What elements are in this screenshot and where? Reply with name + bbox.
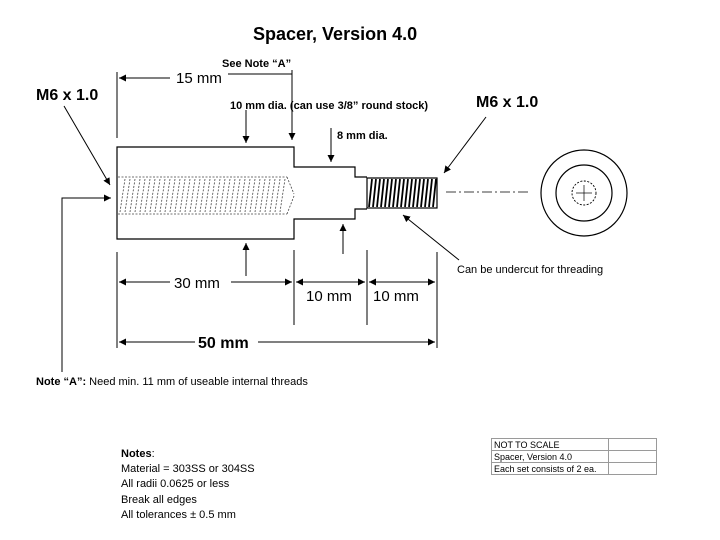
hatch-line xyxy=(119,178,126,213)
hatch-line xyxy=(254,178,261,213)
dim-10b-label: 10 mm xyxy=(373,288,419,305)
dimension-lines xyxy=(119,73,435,346)
title-block-cell-empty xyxy=(608,450,657,463)
note-a: Note “A”: Need min. 11 mm of useable int… xyxy=(36,377,308,388)
dim-8-dia-label: 8 mm dia. xyxy=(337,130,388,142)
hatch-line xyxy=(224,178,231,213)
thread-line xyxy=(388,178,393,208)
thread-line xyxy=(412,178,417,208)
undercut-note: Can be undercut for threading xyxy=(457,264,604,276)
hatch-line xyxy=(219,178,226,213)
hatch-line xyxy=(229,178,236,213)
hatch-line xyxy=(174,178,181,213)
hatch-line xyxy=(234,178,241,213)
hatch-line xyxy=(149,178,156,213)
notes-line: Break all edges xyxy=(121,493,197,506)
notes-heading-colon: : xyxy=(151,448,155,460)
title-block-cell-empty xyxy=(608,462,657,475)
hatch-line xyxy=(164,178,171,213)
thread-line xyxy=(432,178,437,208)
hatch-line xyxy=(279,178,286,213)
thread-line xyxy=(404,178,409,208)
hatch-line xyxy=(194,178,201,213)
hatch-line xyxy=(189,178,196,213)
hatch-line xyxy=(139,178,146,213)
thread-label-left: M6 x 1.0 xyxy=(36,87,99,104)
see-note-label: See Note “A” xyxy=(222,58,292,70)
extension-lines xyxy=(116,72,438,348)
hatch-line xyxy=(184,178,191,213)
hatch-line xyxy=(134,178,141,213)
hatch-line xyxy=(169,178,176,213)
title-block-row: NOT TO SCALE xyxy=(491,438,657,451)
title-block-row: Each set consists of 2 ea. xyxy=(491,462,657,475)
external-thread xyxy=(366,177,438,209)
thread-line xyxy=(372,178,377,208)
thread-line xyxy=(420,178,425,208)
title-block-row: Spacer, Version 4.0 xyxy=(491,450,657,463)
hatch-line xyxy=(179,178,186,213)
dim-30-label: 30 mm xyxy=(174,275,220,292)
leader-arrows xyxy=(61,70,487,372)
thread-line xyxy=(384,178,389,208)
thread-line xyxy=(416,178,421,208)
internal-thread-hatch xyxy=(118,176,295,215)
hatch-line xyxy=(129,178,136,213)
hatch-line xyxy=(264,178,271,213)
dim-15-label: 15 mm xyxy=(176,70,222,87)
spacer-body xyxy=(116,146,367,240)
dim-10a-label: 10 mm xyxy=(306,288,352,305)
notes-line: All tolerances ± 0.5 mm xyxy=(121,508,236,521)
notes-line: Material = 303SS or 304SS xyxy=(121,463,255,476)
thread-line xyxy=(424,178,429,208)
thread-line xyxy=(368,178,373,208)
thread-label-right: M6 x 1.0 xyxy=(476,94,539,111)
hatch-line xyxy=(249,178,256,213)
title-block-cell-empty xyxy=(608,438,657,451)
hatch-line xyxy=(209,178,216,213)
hatch-line xyxy=(239,178,246,213)
dim-50-label: 50 mm xyxy=(198,335,249,352)
thread-line xyxy=(380,178,385,208)
thread-line xyxy=(396,178,401,208)
title-block-cell: NOT TO SCALE xyxy=(491,438,609,451)
drawing-title: Spacer, Version 4.0 xyxy=(253,24,418,44)
hatch-line xyxy=(144,178,151,213)
title-block-cell: Spacer, Version 4.0 xyxy=(491,450,609,463)
hatch-line xyxy=(259,178,266,213)
thread-line xyxy=(392,178,397,208)
notes-heading: Notes xyxy=(121,448,152,460)
hatch-line xyxy=(124,178,131,213)
end-view xyxy=(540,149,628,237)
thread-line xyxy=(400,178,405,208)
dim-10-dia-label: 10 mm dia. (can use 3/8” round stock) xyxy=(230,100,429,112)
hatch-line xyxy=(269,178,276,213)
hatch-line xyxy=(204,178,211,213)
notes-line: All radii 0.0625 or less xyxy=(121,478,230,491)
thread-line xyxy=(408,178,413,208)
note-a-text: Need min. 11 mm of useable internal thre… xyxy=(86,376,308,388)
thread-line xyxy=(428,178,433,208)
general-notes: Notes: Material = 303SS or 304SS All rad… xyxy=(121,447,255,523)
hatch-line xyxy=(159,178,166,213)
thread-line xyxy=(376,178,381,208)
hatch-line xyxy=(244,178,251,213)
title-block: NOT TO SCALE Spacer, Version 4.0 Each se… xyxy=(491,438,657,475)
hatch-line xyxy=(199,178,206,213)
hatch-line xyxy=(214,178,221,213)
hatch-line xyxy=(274,178,281,213)
hatch-line xyxy=(154,178,161,213)
title-block-cell: Each set consists of 2 ea. xyxy=(491,462,609,475)
note-a-prefix: Note “A”: xyxy=(36,376,87,388)
